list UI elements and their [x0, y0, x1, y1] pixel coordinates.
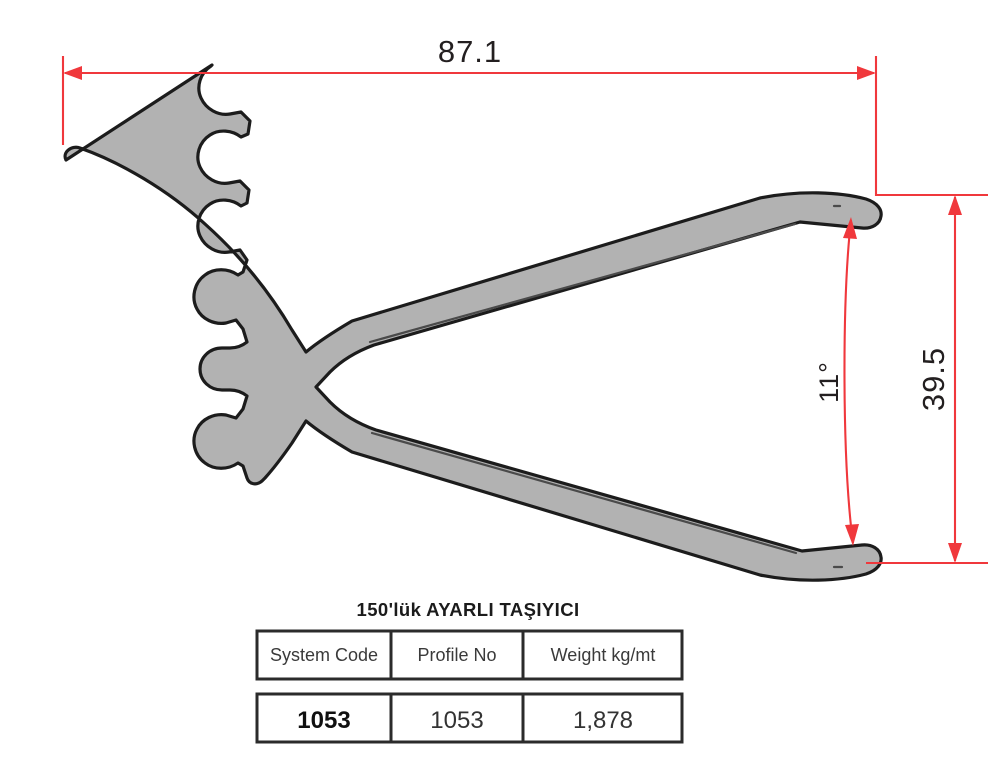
angle-dim-label: 11°: [814, 361, 844, 403]
profile-shading: [368, 204, 844, 569]
width-dim-label: 87.1: [438, 34, 502, 69]
lower-arm-shadow-line: [370, 431, 798, 555]
table-cell-system-code: 1053: [297, 707, 350, 734]
profile-data-table: 150'lük AYARLI TAŞIYICI System Code Prof…: [255, 599, 684, 744]
dimension-overall-height: 39.5: [866, 193, 988, 565]
upper-arm-shadow-line: [368, 222, 797, 344]
angle-arc-line: [843, 219, 855, 544]
height-dim-label: 39.5: [916, 347, 951, 411]
table-cell-weight: 1,878: [573, 707, 633, 734]
table-cell-profile-no: 1053: [430, 707, 483, 734]
angle-arrow-bottom: [845, 524, 859, 546]
table-header-profile-no: Profile No: [417, 645, 496, 665]
profile-outline: [63, 63, 883, 582]
table-header-system-code: System Code: [270, 645, 378, 665]
width-arrow-left: [63, 66, 82, 80]
dimension-opening-angle: 11°: [814, 217, 859, 546]
table-row: [255, 692, 684, 744]
height-arrow-bottom: [948, 543, 962, 563]
dimension-overall-width: 87.1: [61, 34, 878, 196]
width-arrow-right: [857, 66, 876, 80]
table-header-row: [255, 629, 684, 681]
profile-cross-section: [63, 63, 883, 582]
table-title: 150'lük AYARLI TAŞIYICI: [357, 599, 580, 620]
angle-arrow-top: [843, 217, 857, 239]
height-arrow-top: [948, 195, 962, 215]
table-header-weight: Weight kg/mt: [551, 645, 656, 665]
